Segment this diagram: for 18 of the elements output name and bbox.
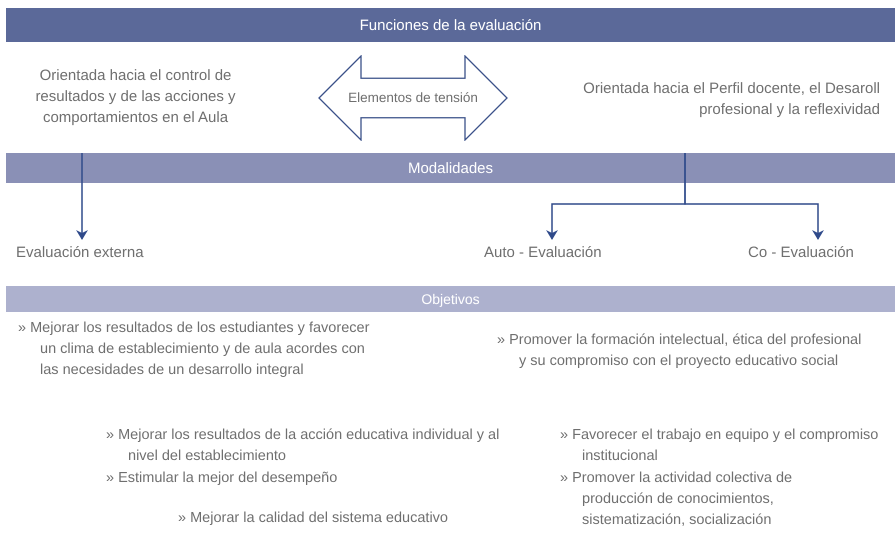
- arrow: [684, 153, 824, 240]
- arrow: [76, 153, 88, 240]
- objective-text: » Mejorar los resultados de los estudiantes y favorecer un clima de establecimiento y de aula acordes con las necesidades de un desarrollo integral: [18, 319, 370, 380]
- orientation-text: Orientada hacia el control de resultados y de las acciones y comportamientos en el Aula: [8, 65, 263, 131]
- objective-text: » Promover la formación intelectual, ética del profesional y su compromiso con el proyecto educativo social: [497, 331, 862, 371]
- modality-label: Auto - Evaluación: [484, 242, 624, 264]
- objective-text: » Estimular la mejor del desempeño: [106, 469, 338, 488]
- orientation-text: Orientada hacia el Perfil docente, el Desaroll profesional y la reflexividad: [575, 78, 880, 122]
- objective-text: » Mejorar los resultados de la acción educativa individual y al nivel del establecimiento: [106, 426, 500, 466]
- modality-label: Evaluación externa: [16, 242, 166, 264]
- section-header: Modalidades: [6, 153, 895, 183]
- section-header: Funciones de la evaluación: [6, 8, 895, 42]
- arrow-label: Elementos de tensión: [347, 89, 479, 107]
- modality-label: Co - Evaluación: [748, 242, 876, 264]
- objective-text: » Promover la actividad colectiva de producción de conocimientos, sistematización, socialización: [560, 469, 794, 530]
- section-header: Objetivos: [6, 286, 895, 312]
- objective-text: » Mejorar la calidad del sistema educativo: [178, 509, 449, 528]
- objective-text: » Favorecer el trabajo en equipo y el compromiso institucional: [560, 426, 880, 466]
